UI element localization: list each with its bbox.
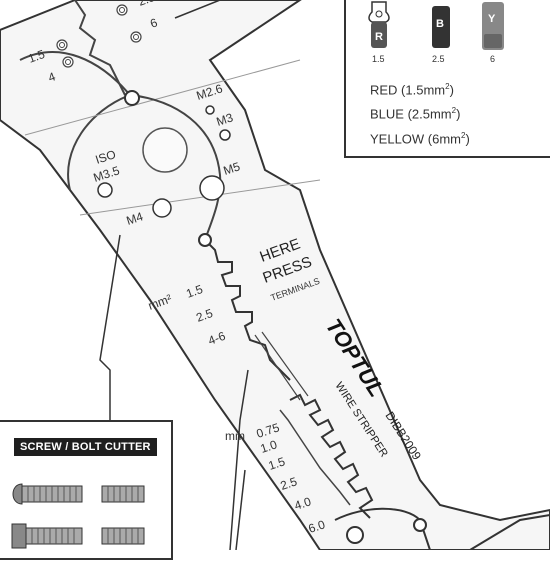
press-size-3: 4-6 <box>206 329 227 348</box>
seam-line-2 <box>79 179 321 216</box>
crimp-size-right-2: 6 <box>148 15 159 31</box>
press-notches <box>204 239 291 381</box>
crimp-jaw-serration <box>74 0 126 96</box>
stripper-notches-inner <box>279 409 351 506</box>
screw-hole-m3 <box>219 129 231 141</box>
stripper-size-1: 0.75 <box>255 420 282 441</box>
terminal-color-legend: R 1.5 B 2.5 Y 6 RED (1.5mm2) BLUE (2.5mm… <box>344 0 550 158</box>
pivot-knob <box>124 90 140 106</box>
terminal-icons: R 1.5 B 2.5 Y 6 <box>368 1 504 64</box>
screw-icon <box>11 523 83 549</box>
stripper-size-3: 1.5 <box>267 454 288 473</box>
crimp-hole <box>56 39 68 51</box>
screw-hole-m5 <box>199 175 225 201</box>
crimp-hole <box>59 42 65 48</box>
bolt-icon <box>12 483 83 505</box>
label-m3: M3 <box>215 110 235 129</box>
screw-hole-m4 <box>152 198 172 218</box>
pivot-screw <box>142 127 188 173</box>
crimp-hole <box>116 4 128 16</box>
crimp-size-left-1: 1.5 <box>26 47 47 66</box>
press-knob <box>198 233 212 247</box>
bolt-cut-piece-icon <box>101 485 145 503</box>
stripper-size-6: 6.0 <box>307 517 328 536</box>
legend-lines: RED (1.5mm2) BLUE (2.5mm2) YELLOW (6mm2) <box>370 76 470 149</box>
legend-line-yellow: YELLOW (6mm2) <box>370 130 470 146</box>
terminal-y-size: 6 <box>490 54 495 64</box>
wire-line <box>254 334 301 401</box>
terminal-blue-icon <box>432 6 450 48</box>
terminal-r-size: 1.5 <box>372 54 385 64</box>
crimp-hole <box>65 59 71 65</box>
crimp-hole <box>119 7 125 13</box>
label-m4: M4 <box>125 209 145 228</box>
terminal-red-icon <box>371 22 387 48</box>
bolt-icons <box>11 483 145 549</box>
callout-line <box>99 234 121 430</box>
crimp-size-left-2: 4 <box>46 69 57 85</box>
stripper-size-2: 1.0 <box>259 437 280 456</box>
terminal-b-letter: B <box>436 18 444 30</box>
screw-bolt-cutter-box: SCREW / BOLT CUTTER <box>0 420 173 560</box>
press-size-1: 1.5 <box>184 282 205 301</box>
crimp-size-right-1: 2.5 <box>136 0 157 9</box>
terminal-r-letter: R <box>375 31 383 43</box>
seam-line-1 <box>24 59 301 136</box>
legend-line-blue: BLUE (2.5mm2) <box>370 106 461 122</box>
stripper-unit: mm <box>225 429 245 443</box>
callout-line <box>235 469 246 551</box>
legend-line-red: RED (1.5mm2) <box>370 82 454 98</box>
handle-grip <box>469 514 550 551</box>
cutter-box-title: SCREW / BOLT CUTTER <box>14 438 157 456</box>
screw-hole-m2-6 <box>205 105 215 115</box>
lower-pivot-screw <box>413 518 427 532</box>
wire-line <box>261 331 309 397</box>
press-size-2: 2.5 <box>194 306 215 325</box>
terminal-b-size: 2.5 <box>432 54 445 64</box>
label-m5: M5 <box>222 159 242 178</box>
screw-cut-piece-icon <box>101 527 145 545</box>
stripper-notches <box>289 393 374 519</box>
lower-pivot-screw <box>346 526 364 544</box>
terminal-y-letter: Y <box>488 13 496 25</box>
stripper-size-4: 2.5 <box>279 474 300 493</box>
crimp-hole <box>133 34 139 40</box>
callout-line <box>229 369 249 551</box>
screw-hole-m3-5 <box>97 182 113 198</box>
label-iso: ISO <box>94 147 118 167</box>
stripper-size-5: 4.0 <box>293 494 314 513</box>
crimp-hole <box>130 31 142 43</box>
pivot-curve <box>129 94 222 241</box>
crimp-hole <box>62 56 74 68</box>
callout-line <box>174 0 221 19</box>
